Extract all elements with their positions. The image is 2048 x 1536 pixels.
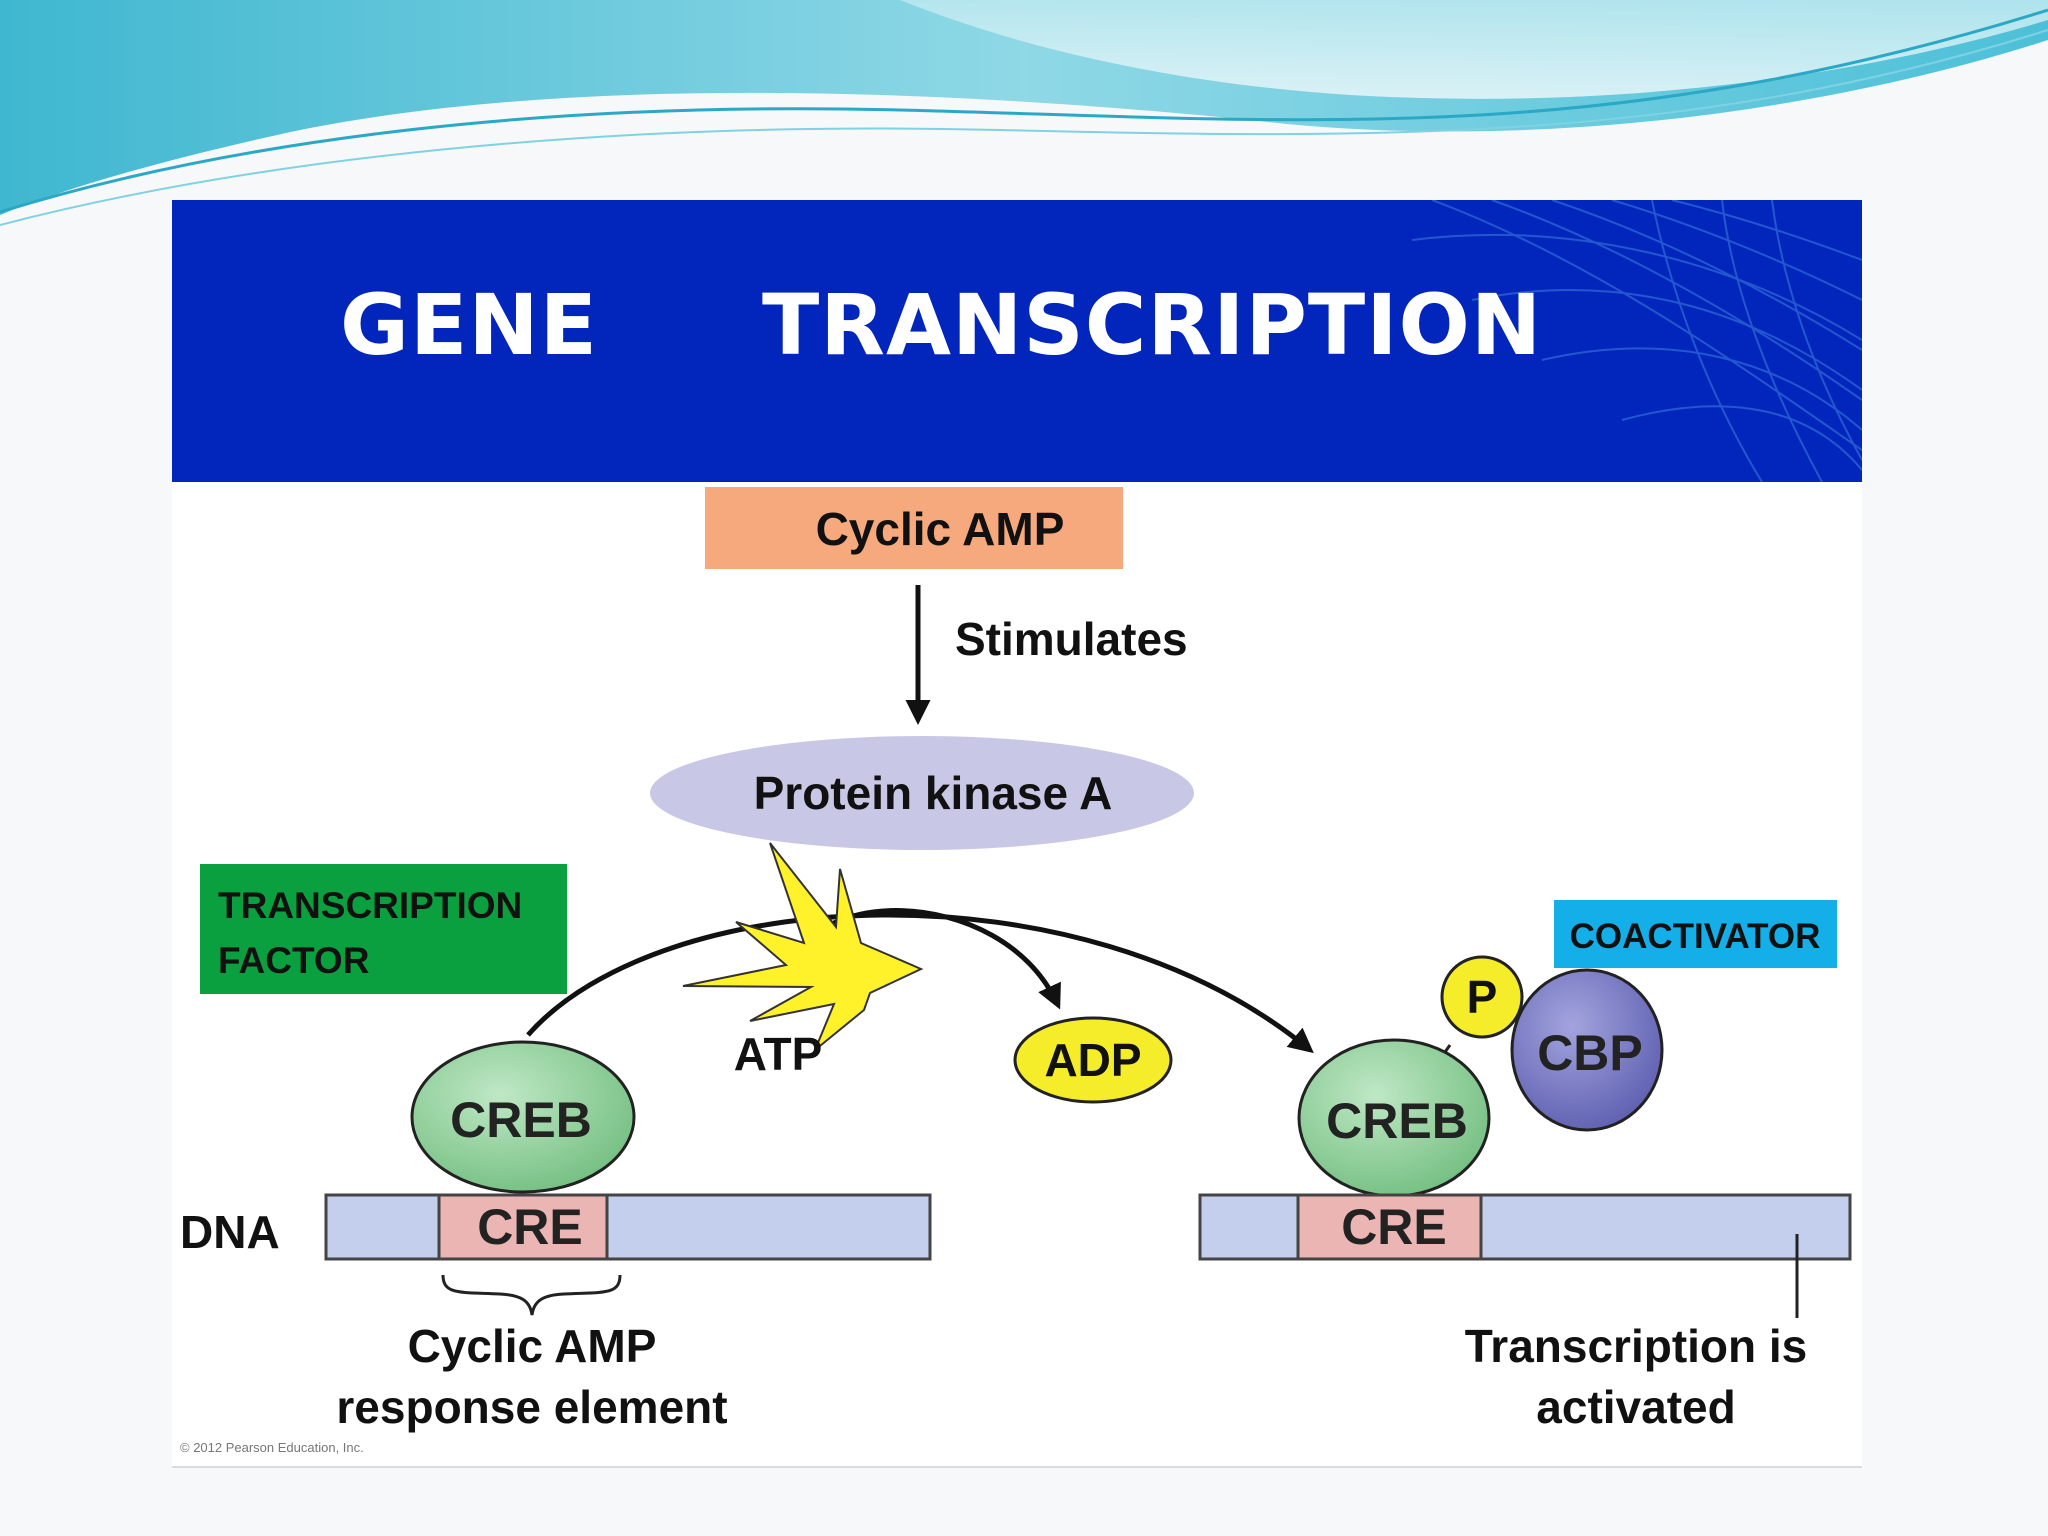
slide-header-wave: [0, 0, 2048, 226]
dna-strand-left: [324, 1193, 932, 1261]
figure-bottom-rule: [172, 1466, 1862, 1468]
adp-ellipse: [1013, 1016, 1173, 1104]
banner-grid-decoration: [1411, 200, 1862, 482]
phosphate-label: P: [1467, 971, 1498, 1023]
title-word-transcription: TRANSCRIPTION: [762, 276, 1543, 374]
transcription-factor-label-line2: FACTOR: [218, 940, 369, 981]
creb-left-ellipse: [410, 1040, 636, 1194]
transcription-factor-label-line1: TRANSCRIPTION: [218, 885, 522, 926]
activated-label-line1: Transcription is: [1465, 1320, 1808, 1372]
creb-left-label: CREB: [450, 1092, 592, 1148]
cbp-ellipse: [1510, 968, 1664, 1132]
cre-right-label: CRE: [1341, 1199, 1447, 1255]
phosphate-circle: [1440, 955, 1524, 1039]
adp-label: ADP: [1044, 1034, 1141, 1086]
cyclic-amp-box: [705, 487, 1123, 569]
coactivator-label: COACTIVATOR: [1570, 917, 1821, 956]
phosphorylation-arc: [526, 912, 1314, 1054]
response-element-label-line1: Cyclic AMP: [408, 1320, 657, 1372]
cbp-label: CBP: [1537, 1025, 1643, 1081]
coactivator-box: [1554, 900, 1837, 968]
transcription-factor-box: [200, 864, 567, 994]
protein-kinase-a-ellipse: [650, 736, 1194, 850]
creb-right-label: CREB: [1326, 1093, 1468, 1149]
response-element-label-line2: response element: [336, 1381, 727, 1433]
atp-label: ATP: [734, 1028, 823, 1080]
title-banner: GENE TRANSCRIPTION: [172, 200, 1862, 482]
cre-box-right: [1296, 1193, 1483, 1261]
copyright-note: © 2012 Pearson Education, Inc.: [180, 1440, 364, 1455]
activated-label-line2: activated: [1536, 1381, 1735, 1433]
protein-kinase-a-label: Protein kinase A: [754, 767, 1113, 819]
cre-box-left: [437, 1193, 609, 1261]
cyclic-amp-label: Cyclic AMP: [816, 503, 1065, 555]
stimulates-label: Stimulates: [955, 613, 1188, 665]
atp-star: [682, 842, 924, 1051]
title-word-gene: GENE: [340, 276, 599, 374]
cre-left-label: CRE: [477, 1199, 583, 1255]
dna-label: DNA: [180, 1206, 280, 1258]
response-element-brace: [441, 1274, 622, 1316]
